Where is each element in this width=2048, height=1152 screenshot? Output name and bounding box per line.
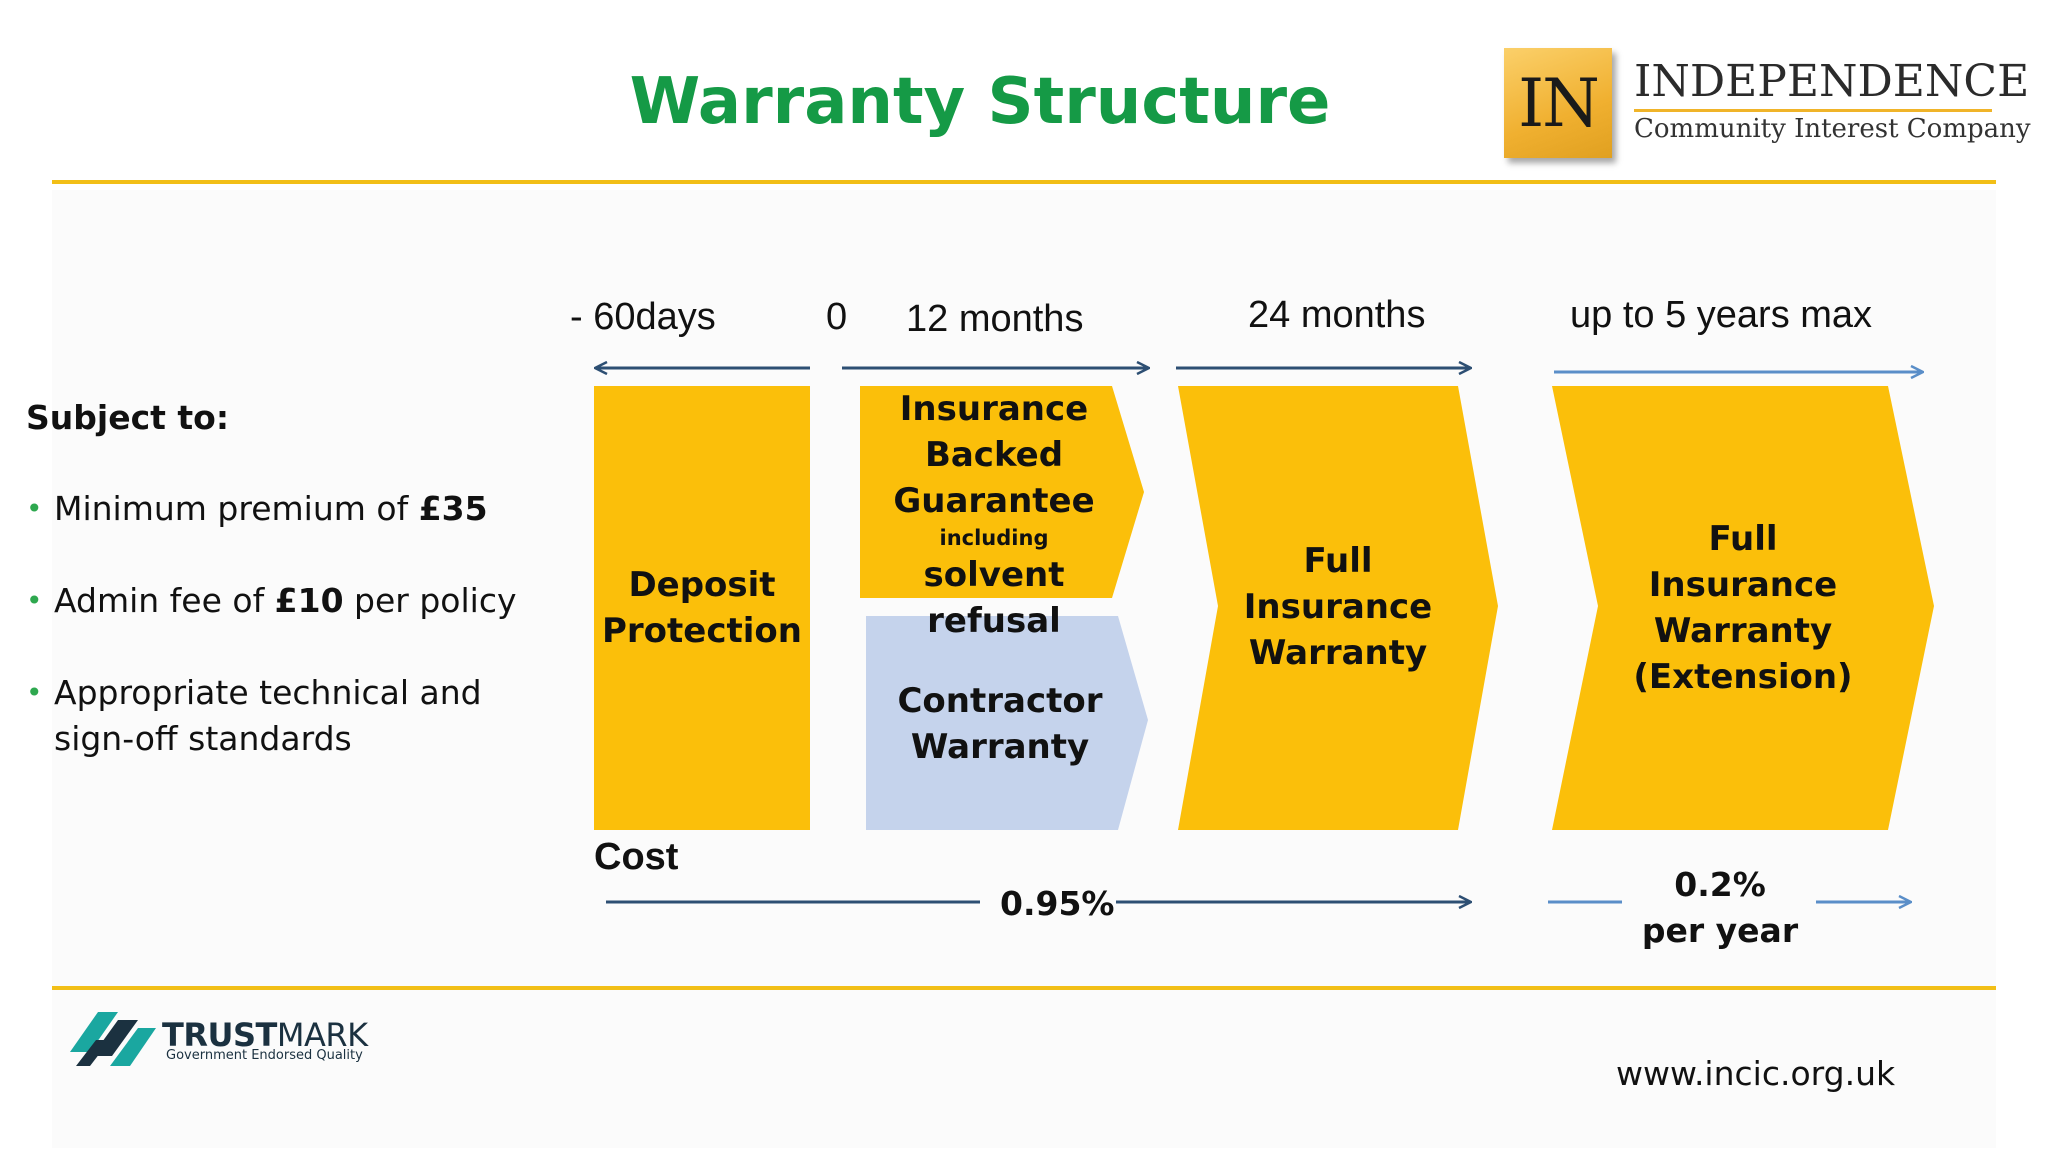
bullet-dot-icon: • — [26, 492, 43, 525]
timeline-label-24-months: 24 months — [1248, 294, 1426, 336]
bullet-text: Admin fee of — [54, 581, 275, 620]
extension-warranty-block — [1552, 386, 1934, 830]
independence-logo: IN — [1504, 48, 1612, 158]
bullet-text: Appropriate technical and sign-off stand… — [54, 673, 482, 758]
bullet-text: Minimum premium of — [54, 489, 419, 528]
top-divider — [52, 180, 1996, 184]
logo-name: INDEPENDENCE — [1634, 56, 2030, 107]
timeline-label-minus-60-days: - 60days — [570, 296, 716, 338]
bullet-amount: £10 — [274, 581, 344, 620]
logo-divider — [1634, 109, 1992, 112]
full-insurance-warranty-label: Full Insurance Warranty — [1243, 541, 1433, 673]
cost-extension-value: 0.2% per year — [1641, 865, 1799, 950]
contractor-warranty-block — [866, 616, 1148, 830]
bullet-dot-icon: • — [26, 584, 43, 617]
website-link[interactable]: www.incic.org.uk — [1616, 1054, 1896, 1093]
logo-subtitle: Community Interest Company — [1634, 114, 2031, 144]
trustmark-logo-icon — [70, 1012, 156, 1066]
timeline-label-zero: 0 — [826, 296, 848, 338]
full-insurance-warranty-block — [1178, 386, 1498, 830]
cost-label: Cost — [594, 836, 679, 878]
trustmark-tagline: Government Endorsed Quality — [166, 1048, 363, 1063]
cost-main-value: 0.95% — [1000, 884, 1115, 923]
insurance-backed-guarantee-label: Insurance Backed Guarantee including sol… — [893, 389, 1095, 641]
timeline-label-5-years: up to 5 years max — [1570, 294, 1873, 336]
contractor-warranty-label: Contractor Warranty — [897, 681, 1103, 767]
subject-heading: Subject to: — [26, 398, 230, 437]
insurance-backed-guarantee-block — [860, 386, 1144, 598]
extension-warranty-label: Full Insurance Warranty (Extension) — [1633, 519, 1853, 697]
slide-title: Warranty Structure — [629, 65, 1331, 139]
bottom-divider — [52, 986, 1996, 990]
bullet-amount: £35 — [418, 489, 488, 528]
trustmark-name: TRUSTMARK — [162, 1016, 368, 1054]
bullet-text-suffix: per policy — [343, 581, 517, 620]
bullet-dot-icon: • — [26, 676, 43, 709]
deposit-protection-label: Deposit Protection — [602, 565, 802, 651]
timeline-label-12-months: 12 months — [906, 298, 1084, 340]
deposit-protection-block — [594, 386, 810, 830]
